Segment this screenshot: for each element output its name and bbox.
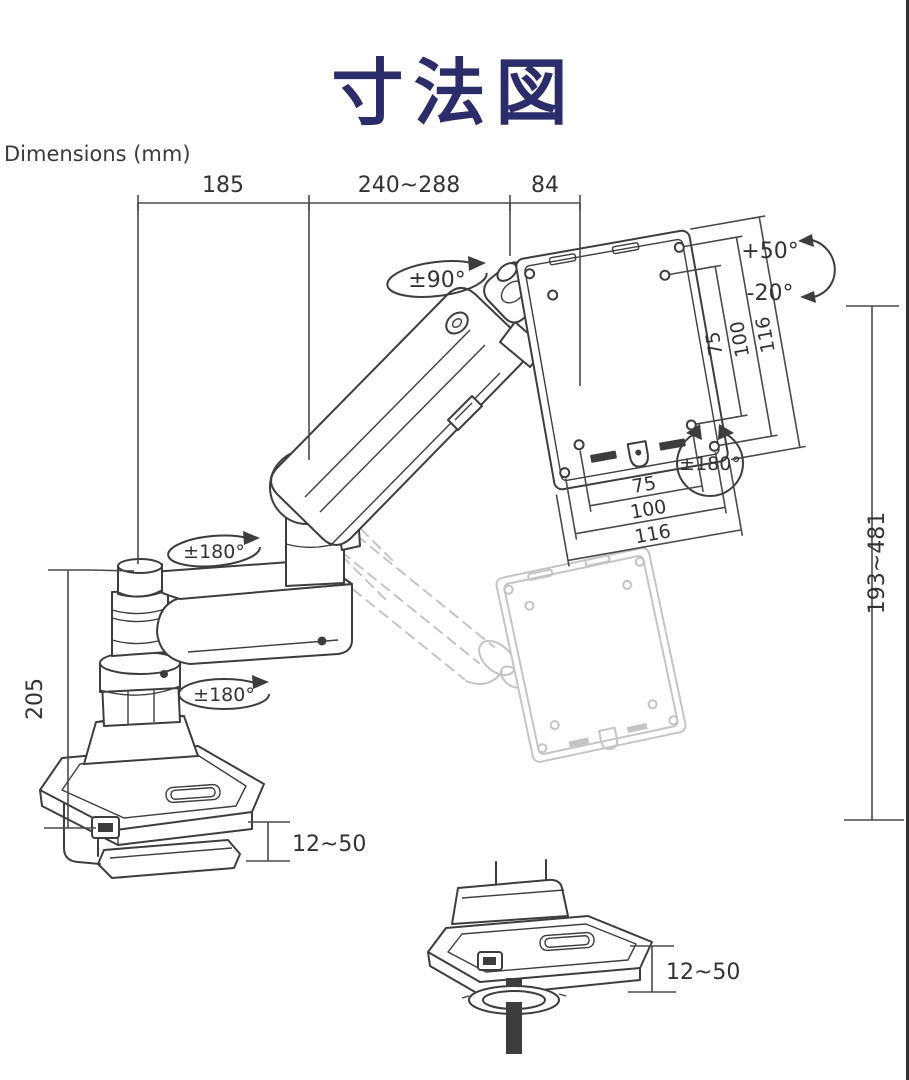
angle-arm-swivel: ±180°	[183, 541, 245, 563]
dim-vesa-bottom-75: 75	[630, 472, 658, 498]
dim-vesa-side-75: 75	[702, 330, 728, 358]
dim-top-middle: 240~288	[358, 173, 460, 198]
vesa-plate: 75 100 116 75 100 116	[515, 215, 806, 567]
dim-top-right: 84	[531, 173, 559, 198]
head-swivel-annotation: ±90°	[386, 256, 488, 298]
top-dimension: 185 240~288 84	[137, 173, 581, 564]
riser-pole	[83, 589, 199, 765]
dim-vesa-bottom-100: 100	[629, 496, 669, 524]
units-label: Dimensions (mm)	[4, 142, 191, 166]
angle-base-swivel: ±180°	[193, 684, 255, 706]
dim-grommet-thickness: 12~50	[666, 960, 740, 985]
angle-vesa-rotation: ±180°	[679, 453, 741, 475]
dim-clamp-thickness: 12~50	[292, 832, 366, 857]
grommet-mount	[427, 859, 653, 1054]
page-title: 寸法図	[331, 51, 578, 135]
vesa-rotation-annotation: ±180°	[676, 424, 744, 497]
spring-arm	[270, 287, 529, 547]
base-swivel-annotation: ±180°	[178, 675, 270, 710]
height-range-dimension: 193~481	[844, 305, 904, 821]
dim-height-range: 193~481	[865, 512, 890, 614]
angle-tilt-down: -20°	[747, 281, 794, 306]
dim-top-left: 185	[202, 173, 244, 198]
ghost-vesa-plate	[495, 547, 687, 763]
clamp-base	[39, 745, 265, 879]
dim-vesa-bottom-116: 116	[633, 520, 673, 548]
arm-swivel-annotation: ±180°	[167, 531, 261, 568]
tilt-annotation: +50° -20°	[741, 234, 836, 306]
dim-pole-height: 205	[23, 678, 48, 720]
pole-height-dimension: 205	[23, 569, 135, 829]
angle-head-swivel: ±90°	[408, 268, 465, 293]
clamp-thickness-dimension: 12~50	[246, 821, 366, 862]
vesa-bottom-dims: 75 100 116	[555, 430, 744, 567]
angle-tilt-up: +50°	[741, 239, 798, 264]
grommet-thickness-dimension: 12~50	[628, 945, 740, 993]
